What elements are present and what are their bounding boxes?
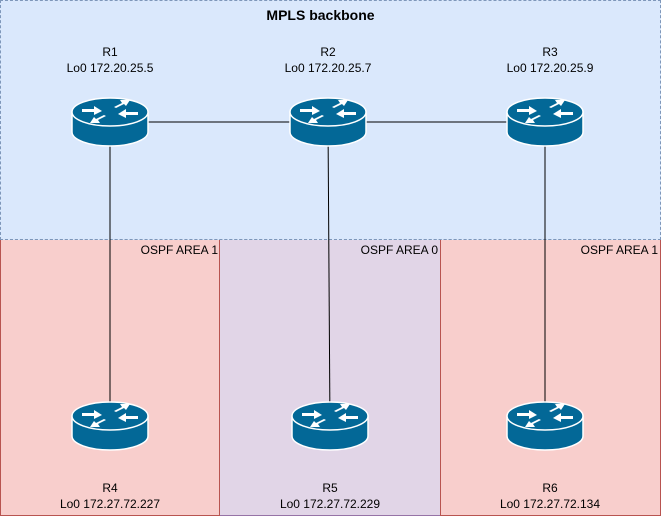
- router-label-r1: R1 Lo0 172.20.25.5: [20, 44, 200, 76]
- router-r2-icon: [289, 97, 367, 147]
- router-name-r5: R5: [322, 481, 338, 495]
- router-name-r2: R2: [320, 45, 336, 59]
- router-loopback-r6: Lo0 172.27.72.134: [499, 497, 601, 511]
- router-loopback-r2: Lo0 172.20.25.7: [284, 61, 372, 75]
- router-label-r5: R5 Lo0 172.27.72.229: [240, 480, 420, 512]
- ospf-area-1-right-zone: [440, 240, 661, 516]
- router-label-r4: R4 Lo0 172.27.72.227: [20, 480, 200, 512]
- router-r6-icon: [506, 401, 584, 451]
- router-label-r3: R3 Lo0 172.20.25.9: [460, 44, 640, 76]
- router-name-r6: R6: [542, 481, 558, 495]
- area-label-left: OSPF AREA 1: [140, 243, 218, 257]
- router-label-r6: R6 Lo0 172.27.72.134: [460, 480, 640, 512]
- router-loopback-r4: Lo0 172.27.72.227: [59, 497, 161, 511]
- router-name-r3: R3: [542, 45, 558, 59]
- area-label-right: OSPF AREA 1: [580, 243, 658, 257]
- mpls-backbone-title: MPLS backbone: [266, 7, 375, 23]
- router-loopback-r5: Lo0 172.27.72.229: [279, 497, 381, 511]
- router-loopback-r3: Lo0 172.20.25.9: [506, 61, 594, 75]
- link-r2-r5: [327, 121, 331, 429]
- backbone-boundary-line: [0, 239, 661, 240]
- router-r5-icon: [291, 401, 369, 451]
- router-name-r4: R4: [102, 481, 118, 495]
- router-r4-icon: [71, 401, 149, 451]
- router-r3-icon: [506, 97, 584, 147]
- router-loopback-r1: Lo0 172.20.25.5: [66, 61, 154, 75]
- router-label-r2: R2 Lo0 172.20.25.7: [238, 44, 418, 76]
- router-r1-icon: [71, 97, 149, 147]
- area-label-middle: OSPF AREA 0: [360, 243, 438, 257]
- router-name-r1: R1: [102, 45, 118, 59]
